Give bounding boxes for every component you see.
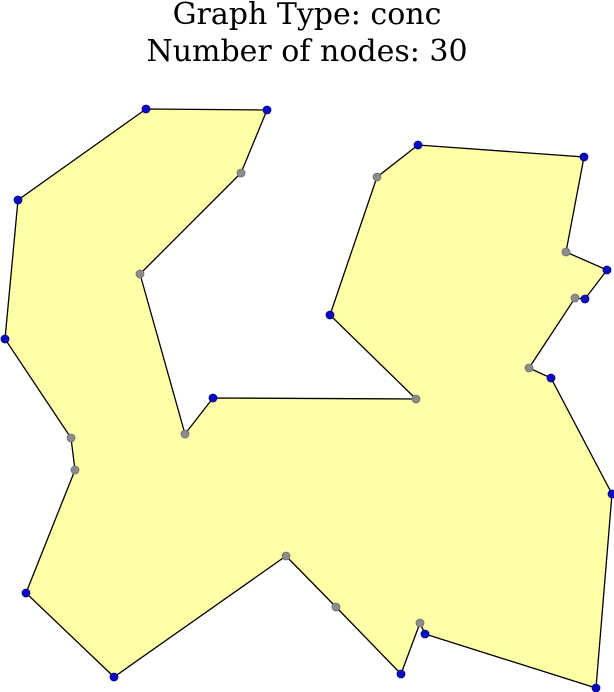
- graph-node: [109, 672, 119, 682]
- graph-node: [411, 394, 421, 404]
- graph-node: [208, 393, 218, 403]
- graph-node: [546, 373, 556, 383]
- graph-node: [331, 602, 341, 612]
- graph-node: [262, 105, 272, 115]
- graph-node: [413, 140, 423, 150]
- graph-node: [325, 310, 335, 320]
- graph-type-title: Graph Type: conc: [172, 0, 442, 32]
- graph-node: [141, 104, 151, 114]
- graph-node: [70, 465, 80, 475]
- graph-node: [135, 269, 145, 279]
- graph-node: [561, 247, 571, 257]
- graph-node: [281, 551, 291, 561]
- graph-node: [13, 195, 23, 205]
- graph-node: [66, 433, 76, 443]
- graph-node: [372, 172, 382, 182]
- graph-node: [180, 429, 190, 439]
- node-count-title: Number of nodes: 30: [146, 34, 468, 69]
- graph-node: [579, 152, 589, 162]
- graph-node: [21, 588, 31, 598]
- graph-node: [396, 669, 406, 679]
- graph-node: [524, 363, 534, 373]
- graph-node: [607, 489, 614, 499]
- graph-node: [420, 629, 430, 639]
- graph-node: [580, 294, 590, 304]
- graph-node: [602, 265, 612, 275]
- graph-node: [415, 618, 425, 628]
- node-group: [0, 104, 614, 692]
- graph-node: [236, 168, 246, 178]
- graph-node: [0, 334, 10, 344]
- graph-node: [591, 683, 601, 692]
- polygon-region: [4, 108, 613, 689]
- graph-node: [570, 293, 580, 303]
